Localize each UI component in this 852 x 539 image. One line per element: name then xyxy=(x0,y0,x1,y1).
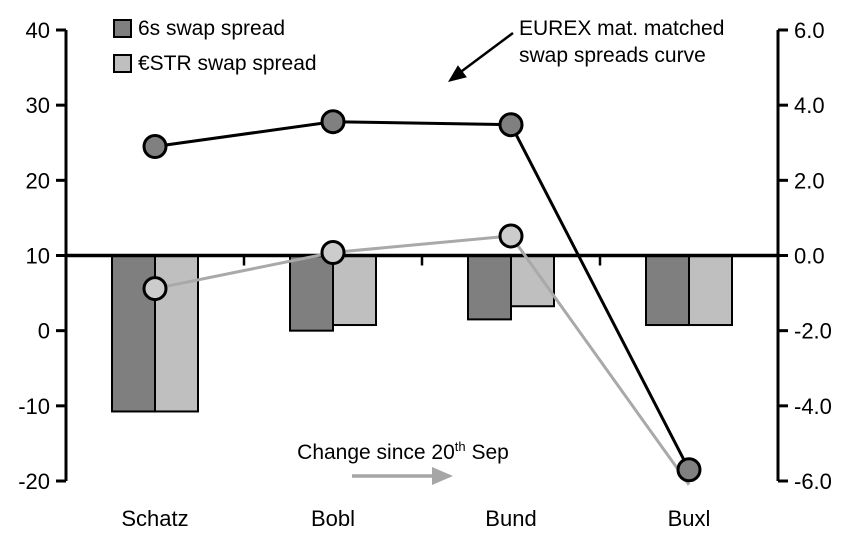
legend-label-6s: 6s swap spread xyxy=(138,17,286,40)
change-annotation: Change since 20th Sep xyxy=(278,439,528,465)
right-axis-tick-label: 6.0 xyxy=(794,18,825,43)
legend-item-estr: €STR swap spread xyxy=(113,46,317,81)
right-axis-tick-label: -6.0 xyxy=(794,469,832,494)
left-axis-tick-label: 0 xyxy=(38,319,50,344)
bar-6s-bobl xyxy=(289,254,334,332)
right-axis-tick-label: -4.0 xyxy=(794,394,832,419)
left-axis-tick-label: 30 xyxy=(26,93,50,118)
bar-6s-bund xyxy=(467,254,512,321)
category-label-bobl: Bobl xyxy=(311,506,355,531)
left-axis-tick-label: -10 xyxy=(18,394,50,419)
right-axis-tick-label: -2.0 xyxy=(794,319,832,344)
category-label-buxl: Buxl xyxy=(668,506,711,531)
marker-6s-buxl xyxy=(676,457,702,483)
legend-item-6s: 6s swap spread xyxy=(113,11,317,46)
bar-6s-buxl xyxy=(645,254,690,327)
change-annotation-prefix: Change since 20 xyxy=(297,441,455,464)
right-axis-tick-label: 2.0 xyxy=(794,168,825,193)
category-label-bund: Bund xyxy=(485,506,536,531)
marker-6s-schatz xyxy=(142,134,168,160)
legend-swatch-6s-icon xyxy=(113,19,132,38)
change-annotation-suffix: Sep xyxy=(465,441,509,464)
marker-estr-bund xyxy=(498,223,524,249)
legend-label-estr: €STR swap spread xyxy=(138,52,317,75)
bar-estr-bobl xyxy=(332,254,377,327)
curve-annotation: EUREX mat. matched swap spreads curve xyxy=(519,15,724,69)
left-axis-tick-label: 10 xyxy=(26,244,50,269)
right-axis-tick-label: 4.0 xyxy=(794,93,825,118)
curve-annotation-line2: swap spreads curve xyxy=(519,44,706,67)
marker-6s-bobl xyxy=(320,109,346,135)
category-label-schatz: Schatz xyxy=(121,506,188,531)
curve-annotation-arrowhead-icon xyxy=(448,65,467,82)
change-arrowhead-icon xyxy=(432,467,453,485)
change-annotation-superscript: th xyxy=(454,439,466,454)
marker-estr-bobl xyxy=(320,239,346,265)
legend: 6s swap spread €STR swap spread xyxy=(113,11,317,81)
marker-estr-schatz xyxy=(142,276,168,302)
line-6s-curve xyxy=(154,120,691,471)
curve-annotation-arrow xyxy=(461,31,514,73)
legend-swatch-estr-icon xyxy=(113,54,132,73)
right-axis-tick-label: 0.0 xyxy=(794,244,825,269)
bar-estr-bund xyxy=(510,254,555,308)
left-axis-tick-label: 40 xyxy=(26,18,50,43)
line-estr-curve xyxy=(154,234,691,486)
marker-6s-bund xyxy=(498,112,524,138)
curve-annotation-line1: EUREX mat. matched xyxy=(519,17,725,40)
left-axis-tick-label: -20 xyxy=(18,469,50,494)
left-axis-tick-label: 20 xyxy=(26,168,50,193)
bar-estr-buxl xyxy=(688,254,733,327)
